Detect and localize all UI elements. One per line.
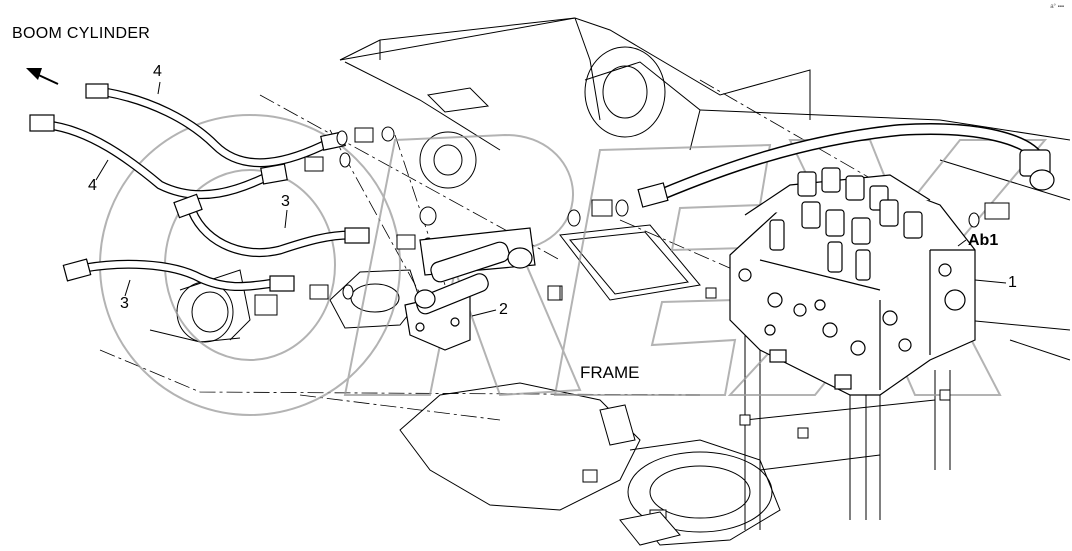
callout-3-upper: 3 bbox=[281, 193, 290, 210]
valve-label: Ab1 bbox=[968, 232, 999, 249]
valve-spools bbox=[769, 167, 923, 281]
leader-lines bbox=[95, 81, 1007, 317]
callout-1: 1 bbox=[1008, 274, 1017, 291]
hose-3-lower bbox=[62, 258, 295, 292]
direction-arrow bbox=[26, 68, 59, 85]
boss-left bbox=[419, 131, 477, 189]
callout-3-lower: 3 bbox=[120, 295, 129, 312]
pivot-boss bbox=[584, 46, 666, 138]
callout-4-lower: 4 bbox=[88, 177, 97, 194]
diagram-title: BOOM CYLINDER bbox=[12, 25, 151, 42]
control-valve bbox=[729, 167, 976, 396]
hose-4-upper bbox=[85, 83, 346, 168]
valve-ports bbox=[738, 263, 966, 356]
cylinder-ring bbox=[176, 281, 234, 343]
frame-label: FRAME bbox=[580, 363, 640, 382]
callout-2: 2 bbox=[499, 301, 508, 318]
bracket-block bbox=[404, 227, 536, 351]
hoses bbox=[29, 83, 1055, 292]
callout-4-upper: 4 bbox=[153, 63, 162, 80]
swing-ring bbox=[627, 451, 773, 533]
hose-3-upper bbox=[173, 193, 370, 258]
small-blocks bbox=[547, 285, 951, 546]
corner-mark: a° ▪▪▪ bbox=[1050, 4, 1064, 10]
hose-main-upper bbox=[637, 123, 1055, 208]
hose-4-lower bbox=[29, 114, 288, 200]
